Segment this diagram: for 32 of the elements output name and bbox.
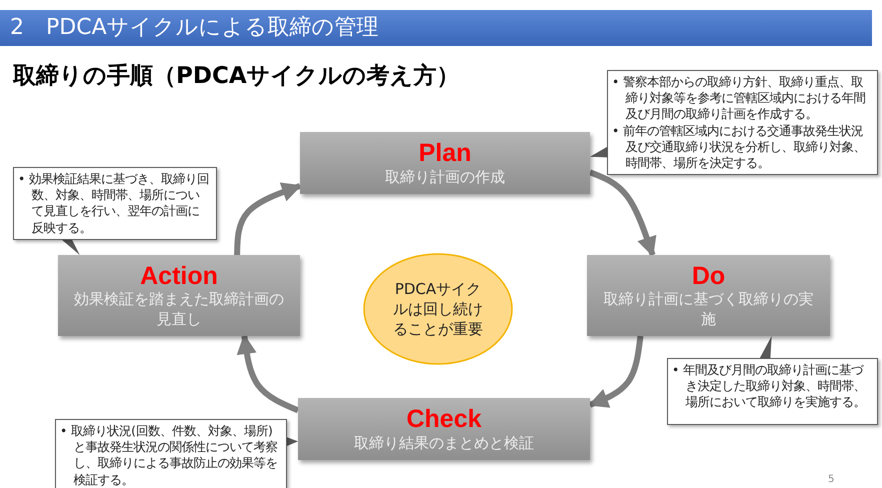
callout-box xyxy=(607,70,878,176)
phase-title: Action xyxy=(140,262,218,290)
cycle-arrow xyxy=(234,182,302,256)
bullet-item: • 前年の管轄区域内における交通事故発生状況及び交通取締り状況を分析し、取締り対象、時間帯、場所を決定する。 xyxy=(612,122,867,172)
process-box xyxy=(298,398,590,460)
process-box xyxy=(58,255,300,336)
phase-title: Check xyxy=(406,404,482,434)
phase-title: Do xyxy=(692,262,726,290)
phase-description: 効果検証を踏まえた取締計画の見直し xyxy=(73,290,285,330)
callout-pointer xyxy=(287,437,298,446)
note-text: PDCAサイクルは回し続けることが重要 xyxy=(392,278,484,340)
cycle-arrow xyxy=(236,334,300,414)
cycle-arrow xyxy=(588,170,656,257)
callout-box xyxy=(667,358,878,425)
cycle-arrow xyxy=(588,336,644,408)
phase-description: 取締り結果のまとめと検証 xyxy=(353,434,535,454)
process-box xyxy=(300,132,590,194)
phase-title: Plan xyxy=(418,138,472,168)
bullet-item: • 効果検証結果に基づき、取締り回数、対象、時間帯、場所について見直しを行い、翌年の計画に反映する。 xyxy=(18,171,210,236)
callout-pointer xyxy=(62,240,80,255)
process-box xyxy=(587,255,830,336)
phase-description: 取締り計画の作成 xyxy=(384,168,506,188)
bullet-item: • 年間及び月間の取締り計画に基づき決定した取締り対象、時間帯、場所において取締りを実施する。 xyxy=(672,362,867,411)
page-number: 5 xyxy=(828,474,834,485)
callout-box xyxy=(13,167,217,240)
callout-pointer xyxy=(590,146,607,158)
bullet-item: • 警察本部からの取締り方針、取締り重点、取締り対象等を参考に管轄区域内における年間及び月間の取締り計画を作成する。 xyxy=(612,74,867,123)
title-bar: 2 PDCAサイクルによる取締の管理 xyxy=(0,10,872,46)
phase-description: 取締り計画に基づく取締りの実施 xyxy=(602,290,814,330)
callout-pointer xyxy=(760,336,772,358)
heading: 取締りの手順（PDCAサイクルの考え方） xyxy=(13,62,460,91)
bullet-item: • 取締り状況(回数、件数、対象、場所)と事故発生状況の関係性について考察し、取締りによる事故防止の効果等を検証する。 xyxy=(60,423,279,488)
